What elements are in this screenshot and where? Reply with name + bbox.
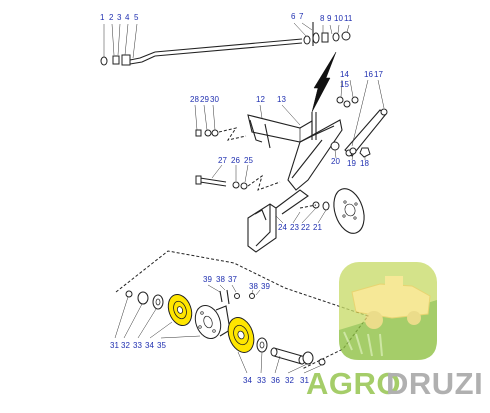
callout-15: 15 xyxy=(340,80,349,89)
callout-24: 24 xyxy=(278,223,287,232)
callout-25: 25 xyxy=(244,156,253,165)
arm-bracket-assembly xyxy=(194,79,388,191)
blade-bracket-assembly xyxy=(247,188,365,253)
callout-22: 22 xyxy=(301,223,310,232)
callout-14: 14 xyxy=(340,70,349,79)
callout-34-left: 34 xyxy=(145,341,154,350)
callout-5: 5 xyxy=(134,13,139,22)
callout-1: 1 xyxy=(100,13,105,22)
watermark-wordmark-druzi: DRUZI xyxy=(386,366,483,401)
callout-13: 13 xyxy=(277,95,286,104)
callout-29: 29 xyxy=(200,95,209,104)
callout-19: 19 xyxy=(347,159,356,168)
callout-4: 4 xyxy=(125,13,130,22)
callout-33-right: 33 xyxy=(257,376,266,385)
cutting-disc-part xyxy=(333,188,365,234)
callout-21: 21 xyxy=(313,223,322,232)
callout-39-right: 39 xyxy=(261,282,270,291)
callout-37: 37 xyxy=(228,275,237,284)
callout-31-right: 31 xyxy=(300,376,309,385)
callout-7: 7 xyxy=(299,12,304,21)
hub-flange-part xyxy=(194,305,222,339)
callout-10: 10 xyxy=(334,14,343,23)
callout-6: 6 xyxy=(291,12,296,21)
callout-3: 3 xyxy=(117,13,122,22)
callout-27: 27 xyxy=(218,156,227,165)
callout-20: 20 xyxy=(331,157,340,166)
callout-35: 35 xyxy=(157,341,166,350)
callout-33-left: 33 xyxy=(133,341,142,350)
callout-31-left: 31 xyxy=(110,341,119,350)
callout-34-right: 34 xyxy=(243,376,252,385)
callout-2: 2 xyxy=(109,13,114,22)
callout-9: 9 xyxy=(327,14,332,23)
callout-12: 12 xyxy=(256,95,265,104)
watermark-wordmark-agro: AGRO xyxy=(306,366,401,401)
hub-assembly xyxy=(114,250,369,374)
callout-26: 26 xyxy=(231,156,240,165)
combine-harvester-icon xyxy=(339,262,437,360)
callout-39-top: 39 xyxy=(203,275,212,284)
callout-36: 36 xyxy=(271,376,280,385)
callout-16: 16 xyxy=(364,70,373,79)
callout-labels: 1 2 3 4 5 6 7 8 9 10 11 12 13 14 15 16 1… xyxy=(100,12,383,385)
callout-32-right: 32 xyxy=(285,376,294,385)
washer-part xyxy=(100,56,108,66)
assembly-arrow xyxy=(311,51,337,113)
callout-38-right: 38 xyxy=(249,282,258,291)
callout-28: 28 xyxy=(190,95,199,104)
fork-head-part xyxy=(121,54,131,66)
callout-32-left: 32 xyxy=(121,341,130,350)
callout-38-top: 38 xyxy=(216,275,225,284)
callout-23: 23 xyxy=(290,223,299,232)
callout-11: 11 xyxy=(344,14,353,23)
agrodruzi-watermark: AGRO DRUZI xyxy=(306,262,483,401)
callout-8: 8 xyxy=(320,14,325,23)
nut-part xyxy=(112,55,120,65)
callout-30: 30 xyxy=(210,95,219,104)
callout-18: 18 xyxy=(360,159,369,168)
control-rod-assembly xyxy=(100,22,351,66)
left-washer-part xyxy=(125,290,133,298)
callout-17: 17 xyxy=(374,70,383,79)
